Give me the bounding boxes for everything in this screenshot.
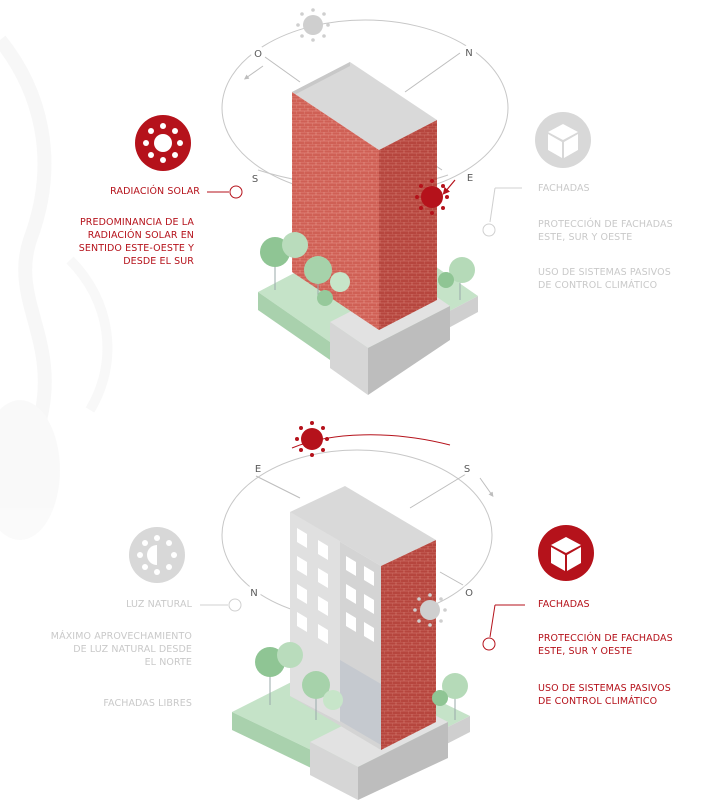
top-right-description-line: USO DE SISTEMAS PASIVOS <box>538 267 671 278</box>
bottom-grey-sun-icon <box>413 593 447 627</box>
bottom-left-description-line: DE LUZ NATURAL DESDE <box>73 644 192 655</box>
bottom-left-description-2: FACHADAS LIBRES <box>103 697 192 710</box>
bottom-left-title: LUZ NATURAL <box>126 599 192 610</box>
bottom-building-roof <box>290 486 436 566</box>
bottom-compass-north: N <box>250 588 257 599</box>
bottom-right-description-line: DE CONTROL CLIMÁTICO <box>538 696 658 707</box>
bottom-compass: E S N O <box>247 461 476 599</box>
bottom-compass-east: E <box>255 464 261 475</box>
bottom-red-sun-icon <box>295 421 329 457</box>
top-right-description-line: DE CONTROL CLIMÁTICO <box>538 280 658 291</box>
top-left-description: PREDOMINANCIA DE LA RADIACIÓN SOLAR EN S… <box>79 216 194 268</box>
bottom-left-description-line: FACHADAS LIBRES <box>103 698 192 709</box>
background-foliage <box>0 35 113 540</box>
top-right-description-2: USO DE SISTEMAS PASIVOS DE CONTROL CLIMÁ… <box>538 266 671 292</box>
bottom-building-windows <box>297 528 374 644</box>
natural-light-icon <box>129 527 185 583</box>
top-left-title: RADIACIÓN SOLAR <box>110 186 200 197</box>
bottom-right-description-1: PROTECCIÓN DE FACHADAS ESTE, SUR Y OESTE <box>538 632 673 658</box>
top-compass-south: S <box>252 174 258 185</box>
bottom-trees <box>255 642 468 720</box>
bottom-building-side-facade <box>381 540 436 750</box>
bottom-right-description-line: ESTE, SUR Y OESTE <box>538 646 633 657</box>
bottom-right-title: FACHADAS <box>538 599 590 610</box>
bottom-left-description-line: MÁXIMO APROVECHAMIENTO <box>50 631 192 642</box>
top-right-description-line: ESTE, SUR Y OESTE <box>538 232 633 243</box>
top-compass-west: O <box>254 49 262 60</box>
top-right-description-line: PROTECCIÓN DE FACHADAS <box>538 219 673 230</box>
top-left-description-line: RADIACIÓN SOLAR EN <box>87 230 194 241</box>
sun-radiation-icon <box>135 115 191 171</box>
bottom-right-description-2: USO DE SISTEMAS PASIVOS DE CONTROL CLIMÁ… <box>538 682 671 708</box>
top-red-sun-icon <box>415 179 449 215</box>
bottom-left-description-line: EL NORTE <box>144 657 192 668</box>
top-grey-sun-icon <box>296 8 330 42</box>
bottom-right-description-line: PROTECCIÓN DE FACHADAS <box>538 633 673 644</box>
top-left-description-line: PREDOMINANCIA DE LA <box>79 217 194 228</box>
cube-facade-icon-active <box>538 525 594 581</box>
top-right-title: FACHADAS <box>538 183 590 194</box>
top-compass-north: N <box>465 48 472 59</box>
top-trees <box>260 232 475 306</box>
bottom-right-description-line: USO DE SISTEMAS PASIVOS <box>538 683 671 694</box>
bottom-left-description-1: MÁXIMO APROVECHAMIENTO DE LUZ NATURAL DE… <box>51 630 192 669</box>
bottom-compass-south: S <box>464 464 470 475</box>
top-building-side-facade <box>379 120 437 330</box>
top-left-description-line: SENTIDO ESTE-OESTE Y <box>78 243 194 254</box>
top-right-description-1: PROTECCIÓN DE FACHADAS ESTE, SUR Y OESTE <box>538 218 673 244</box>
top-compass: O N S E <box>248 45 477 185</box>
top-compass-east: E <box>467 173 473 184</box>
top-building-roof <box>292 62 437 150</box>
bottom-diagram: E S N O <box>129 421 594 800</box>
bottom-compass-west: O <box>465 588 473 599</box>
top-diagram: O N S E <box>135 8 591 395</box>
cube-facade-icon <box>535 112 591 168</box>
top-left-description-line: DESDE EL SUR <box>123 256 194 267</box>
